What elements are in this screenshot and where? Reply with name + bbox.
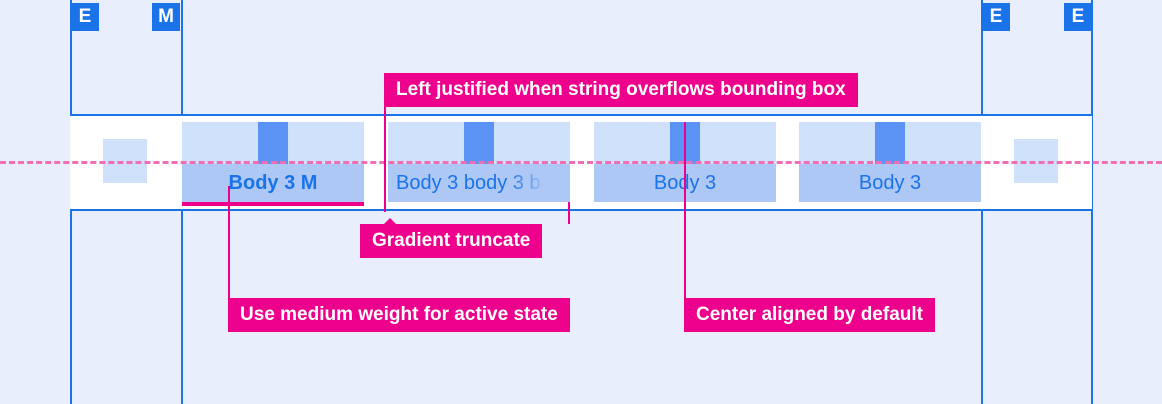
overflow-leader-line [384, 107, 386, 212]
callout-gradient-truncate: Gradient truncate [360, 218, 543, 258]
callout-medium-weight-text: Use medium weight for active state [240, 304, 558, 325]
callout-overflow: Left justified when string overflows bou… [384, 73, 858, 107]
tab-item-active[interactable]: Body 3 M [182, 122, 364, 206]
tab-item-fourth[interactable]: Body 3 [799, 122, 981, 202]
tab-icon-band [799, 122, 981, 164]
tab-icon-placeholder-icon [875, 122, 905, 164]
tab-label: Body 3 M [228, 172, 318, 194]
tab-label-band: Body 3 body 3 b [388, 164, 570, 202]
tab-active-underline [182, 202, 364, 206]
tab-strip: Body 3 M Body 3 body 3 b Body 3 [182, 122, 981, 206]
tab-label: Body 3 [858, 172, 922, 194]
callout-center-aligned: Center aligned by default [684, 298, 935, 332]
callout-medium-weight: Use medium weight for active state [228, 298, 570, 332]
medium-weight-leader-line [228, 186, 230, 298]
baseline-guide [0, 161, 1162, 164]
spacing-badge-e-right-inner: E [982, 3, 1010, 31]
layout-guide-right-edge [1091, 0, 1093, 404]
gradient-leader-line [568, 202, 570, 224]
tab-icon-band [388, 122, 570, 164]
spacing-badge-m-left: M [152, 3, 180, 31]
tab-item-overflow[interactable]: Body 3 body 3 b [388, 122, 570, 202]
tab-label-band: Body 3 [799, 164, 981, 202]
callout-gradient-text: Gradient truncate [372, 230, 531, 251]
tab-icon-band [182, 122, 364, 164]
tab-label-band: Body 3 M [182, 164, 364, 202]
tab-icon-placeholder-icon [464, 122, 494, 164]
callout-overflow-text: Left justified when string overflows bou… [396, 79, 846, 100]
callout-pointer-icon [384, 218, 396, 224]
center-aligned-leader-line [684, 122, 686, 298]
spacing-badge-e-left: E [71, 3, 99, 31]
tab-icon-placeholder-icon [258, 122, 288, 164]
callout-center-aligned-text: Center aligned by default [696, 304, 923, 325]
spacing-badge-e-right-outer: E [1064, 3, 1092, 31]
tab-label: Body 3 body 3 b [396, 172, 541, 194]
